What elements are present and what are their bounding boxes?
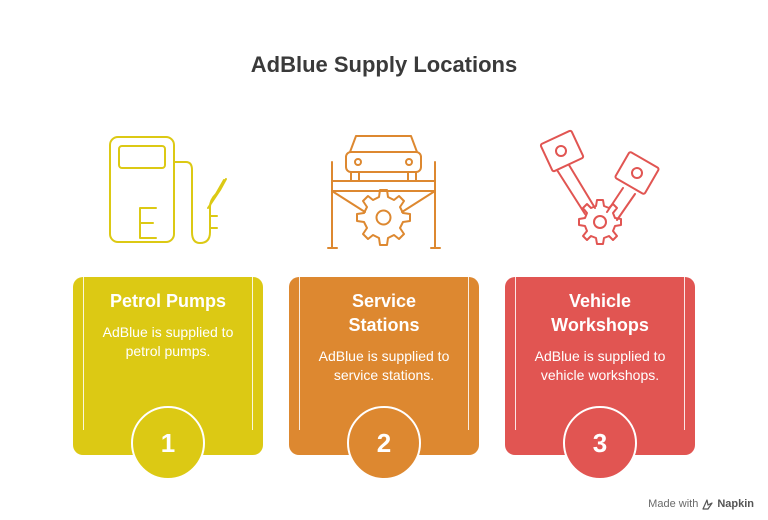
card-service-stations: Service Stations AdBlue is supplied to s… [289,277,479,480]
card-heading: Service Stations [348,291,420,335]
step-number: 3 [563,406,637,480]
card-heading: Petrol Pumps [109,291,227,311]
napkin-logo-icon [702,498,713,510]
card-frame [299,277,469,430]
card-frame [515,277,685,430]
card-frame [83,277,253,430]
page-title: AdBlue Supply Locations [250,52,518,77]
card-heading: Vehicle Workshops [551,291,649,335]
pistons-gear-icon [539,129,660,245]
step-number: 2 [347,406,421,480]
napkin-brand: Napkin [717,498,754,510]
fuel-pump-icon [109,136,227,244]
card-description: AdBlue is supplied to service stations. [318,348,450,383]
made-with-label: Made with [648,498,699,510]
step-number: 1 [131,406,205,480]
card-petrol-pumps: Petrol Pumps AdBlue is supplied to petro… [73,277,263,480]
card-description: AdBlue is supplied to vehicle workshops. [534,348,666,383]
made-with-footer: Made with Napkin [648,498,754,510]
card-vehicle-workshops: Vehicle Workshops AdBlue is supplied to … [505,277,695,480]
card-description: AdBlue is supplied to petrol pumps. [102,324,234,359]
car-lift-gear-icon [327,135,441,249]
